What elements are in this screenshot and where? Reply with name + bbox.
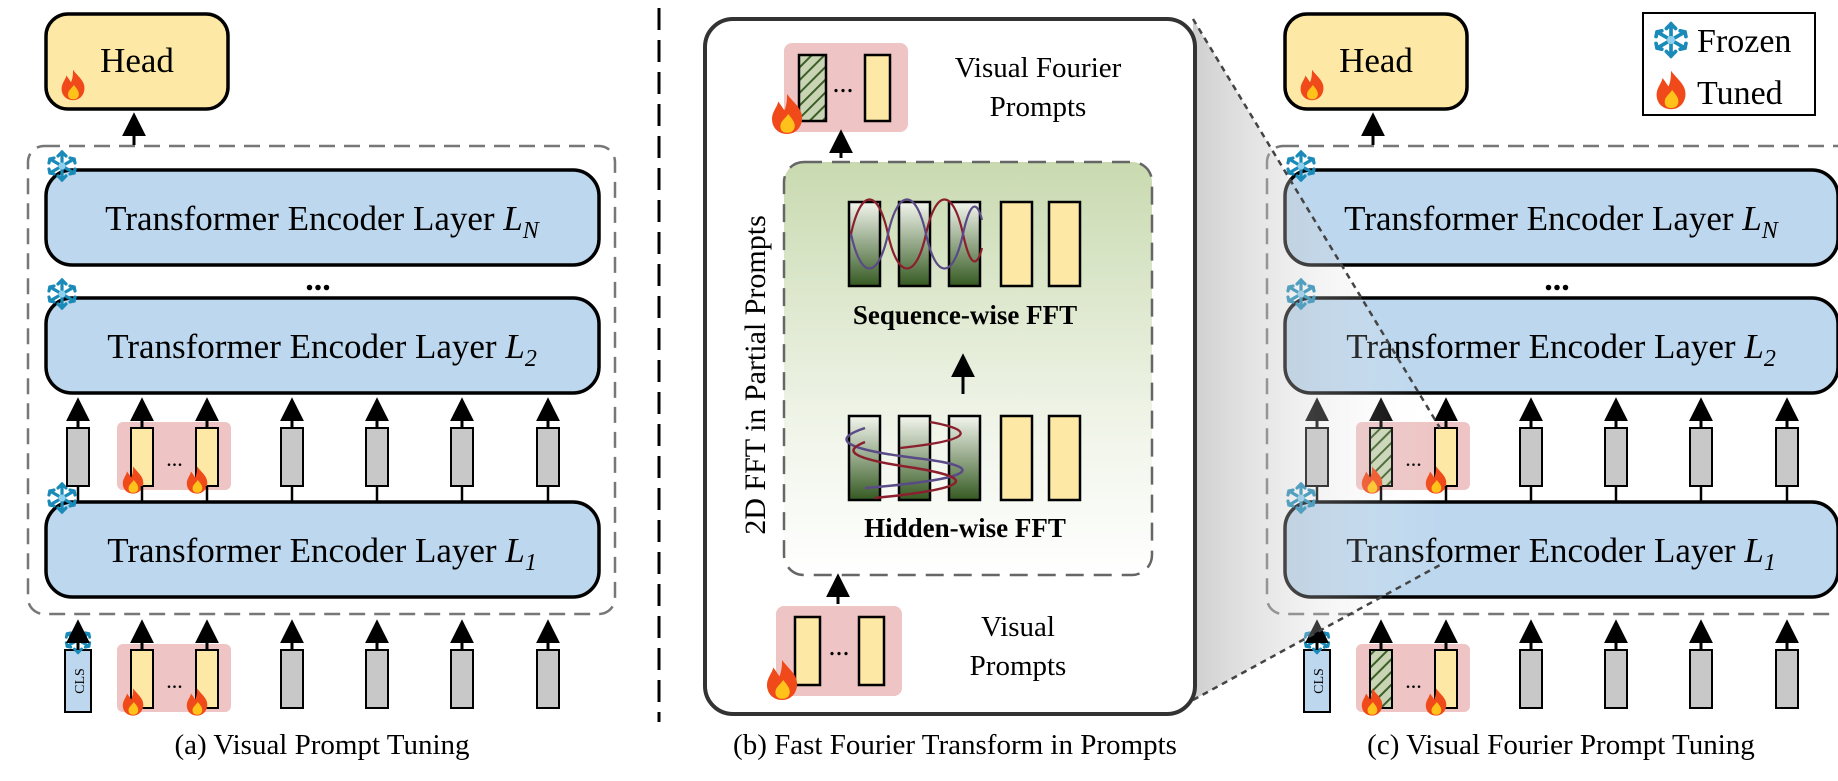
image-token [1689,427,1713,487]
image-token [536,427,560,487]
panel-b-fft-in-prompts: ... Visual Fourier Prompts 2D FFT in Par… [703,17,1197,761]
layer-ellipsis: ... [305,261,331,298]
layer-subscript: 2 [525,346,537,372]
encoder-layer-label: Transformer Encoder Layer LN [1344,199,1780,244]
image-token [1689,649,1713,709]
cls-token [1303,649,1331,713]
layer-label-letter: L [1743,327,1763,366]
prompt-dots: ... [1405,668,1422,693]
output-label-line2: Prompts [990,91,1087,123]
layer-subscript: N [1761,218,1780,244]
layer-label-letter: L [504,531,524,570]
encoder-layer-n [44,168,601,267]
hidden-wise-fft-columns [845,414,1082,502]
layer-label-text: Transformer Encoder Layer [105,199,503,238]
head-label: Head [100,41,174,80]
layer-label-text: Transformer Encoder Layer [1344,199,1742,238]
layer-subscript: 1 [525,550,537,576]
sequence-wise-fft-label: Sequence-wise FFT [853,300,1077,330]
layer-subscript: 2 [1764,346,1776,372]
image-token [280,649,304,709]
fft-vertical-label: 2D FFT in Partial Prompts [739,215,772,534]
image-token [536,649,560,709]
head-box [1283,12,1469,111]
legend-frozen: Frozen [1697,23,1791,60]
image-token [1519,649,1543,709]
image-token [365,427,389,487]
image-token [1775,649,1799,709]
cls-token [66,427,90,487]
cls-label: CLS [1312,668,1327,694]
encoder-layer-label: Transformer Encoder Layer LN [105,199,541,244]
layer-label-text: Transformer Encoder Layer [107,531,505,570]
input-label-line2: Prompts [970,650,1067,682]
caption-c: (c) Visual Fourier Prompt Tuning [1367,729,1755,761]
encoder-layer-label: Transformer Encoder Layer L1 [107,531,537,576]
encoder-layer-label: Transformer Encoder Layer L2 [107,327,537,372]
layer-label-text: Transformer Encoder Layer [107,327,505,366]
zoom-projection [1191,18,1442,702]
caption-b: (b) Fast Fourier Transform in Prompts [733,729,1177,761]
prompt-dots: ... [166,668,183,693]
image-token [1775,427,1799,487]
encoder-layer-label: Transformer Encoder Layer L2 [1346,327,1776,372]
layer-label-letter: L [1741,199,1761,238]
prompt-dots: ... [166,446,183,471]
image-token [450,427,474,487]
encoder-layer-1 [44,500,601,599]
layer-subscript: N [522,218,541,244]
frozen-backbone-box [26,144,617,616]
layer-ellipsis: ... [1544,261,1570,298]
legend-tuned: Tuned [1697,75,1783,112]
image-token [450,649,474,709]
image-token [1604,649,1628,709]
image-token [365,649,389,709]
layer-label-letter: L [1743,531,1763,570]
input-label-line1: Visual [981,611,1055,643]
head-box [44,12,230,111]
image-token [280,427,304,487]
head-label: Head [1339,41,1413,80]
input-prompt-dots: ... [829,631,850,662]
output-prompt-dots: ... [833,68,854,99]
cls-label: CLS [73,668,88,694]
layer-label-text: Transformer Encoder Layer [1346,327,1744,366]
layer-label-letter: L [502,199,522,238]
legend: Frozen Tuned [1642,12,1816,116]
output-label-line1: Visual Fourier [955,52,1122,84]
layer-subscript: 1 [1764,550,1776,576]
image-token [1519,427,1543,487]
caption-a: (a) Visual Prompt Tuning [174,729,469,761]
layer-label-letter: L [504,327,524,366]
hidden-wise-fft-label: Hidden-wise FFT [864,513,1066,543]
image-token [1604,427,1628,487]
sequence-wise-fft-columns [847,198,1082,288]
encoder-layer-2 [44,296,601,395]
